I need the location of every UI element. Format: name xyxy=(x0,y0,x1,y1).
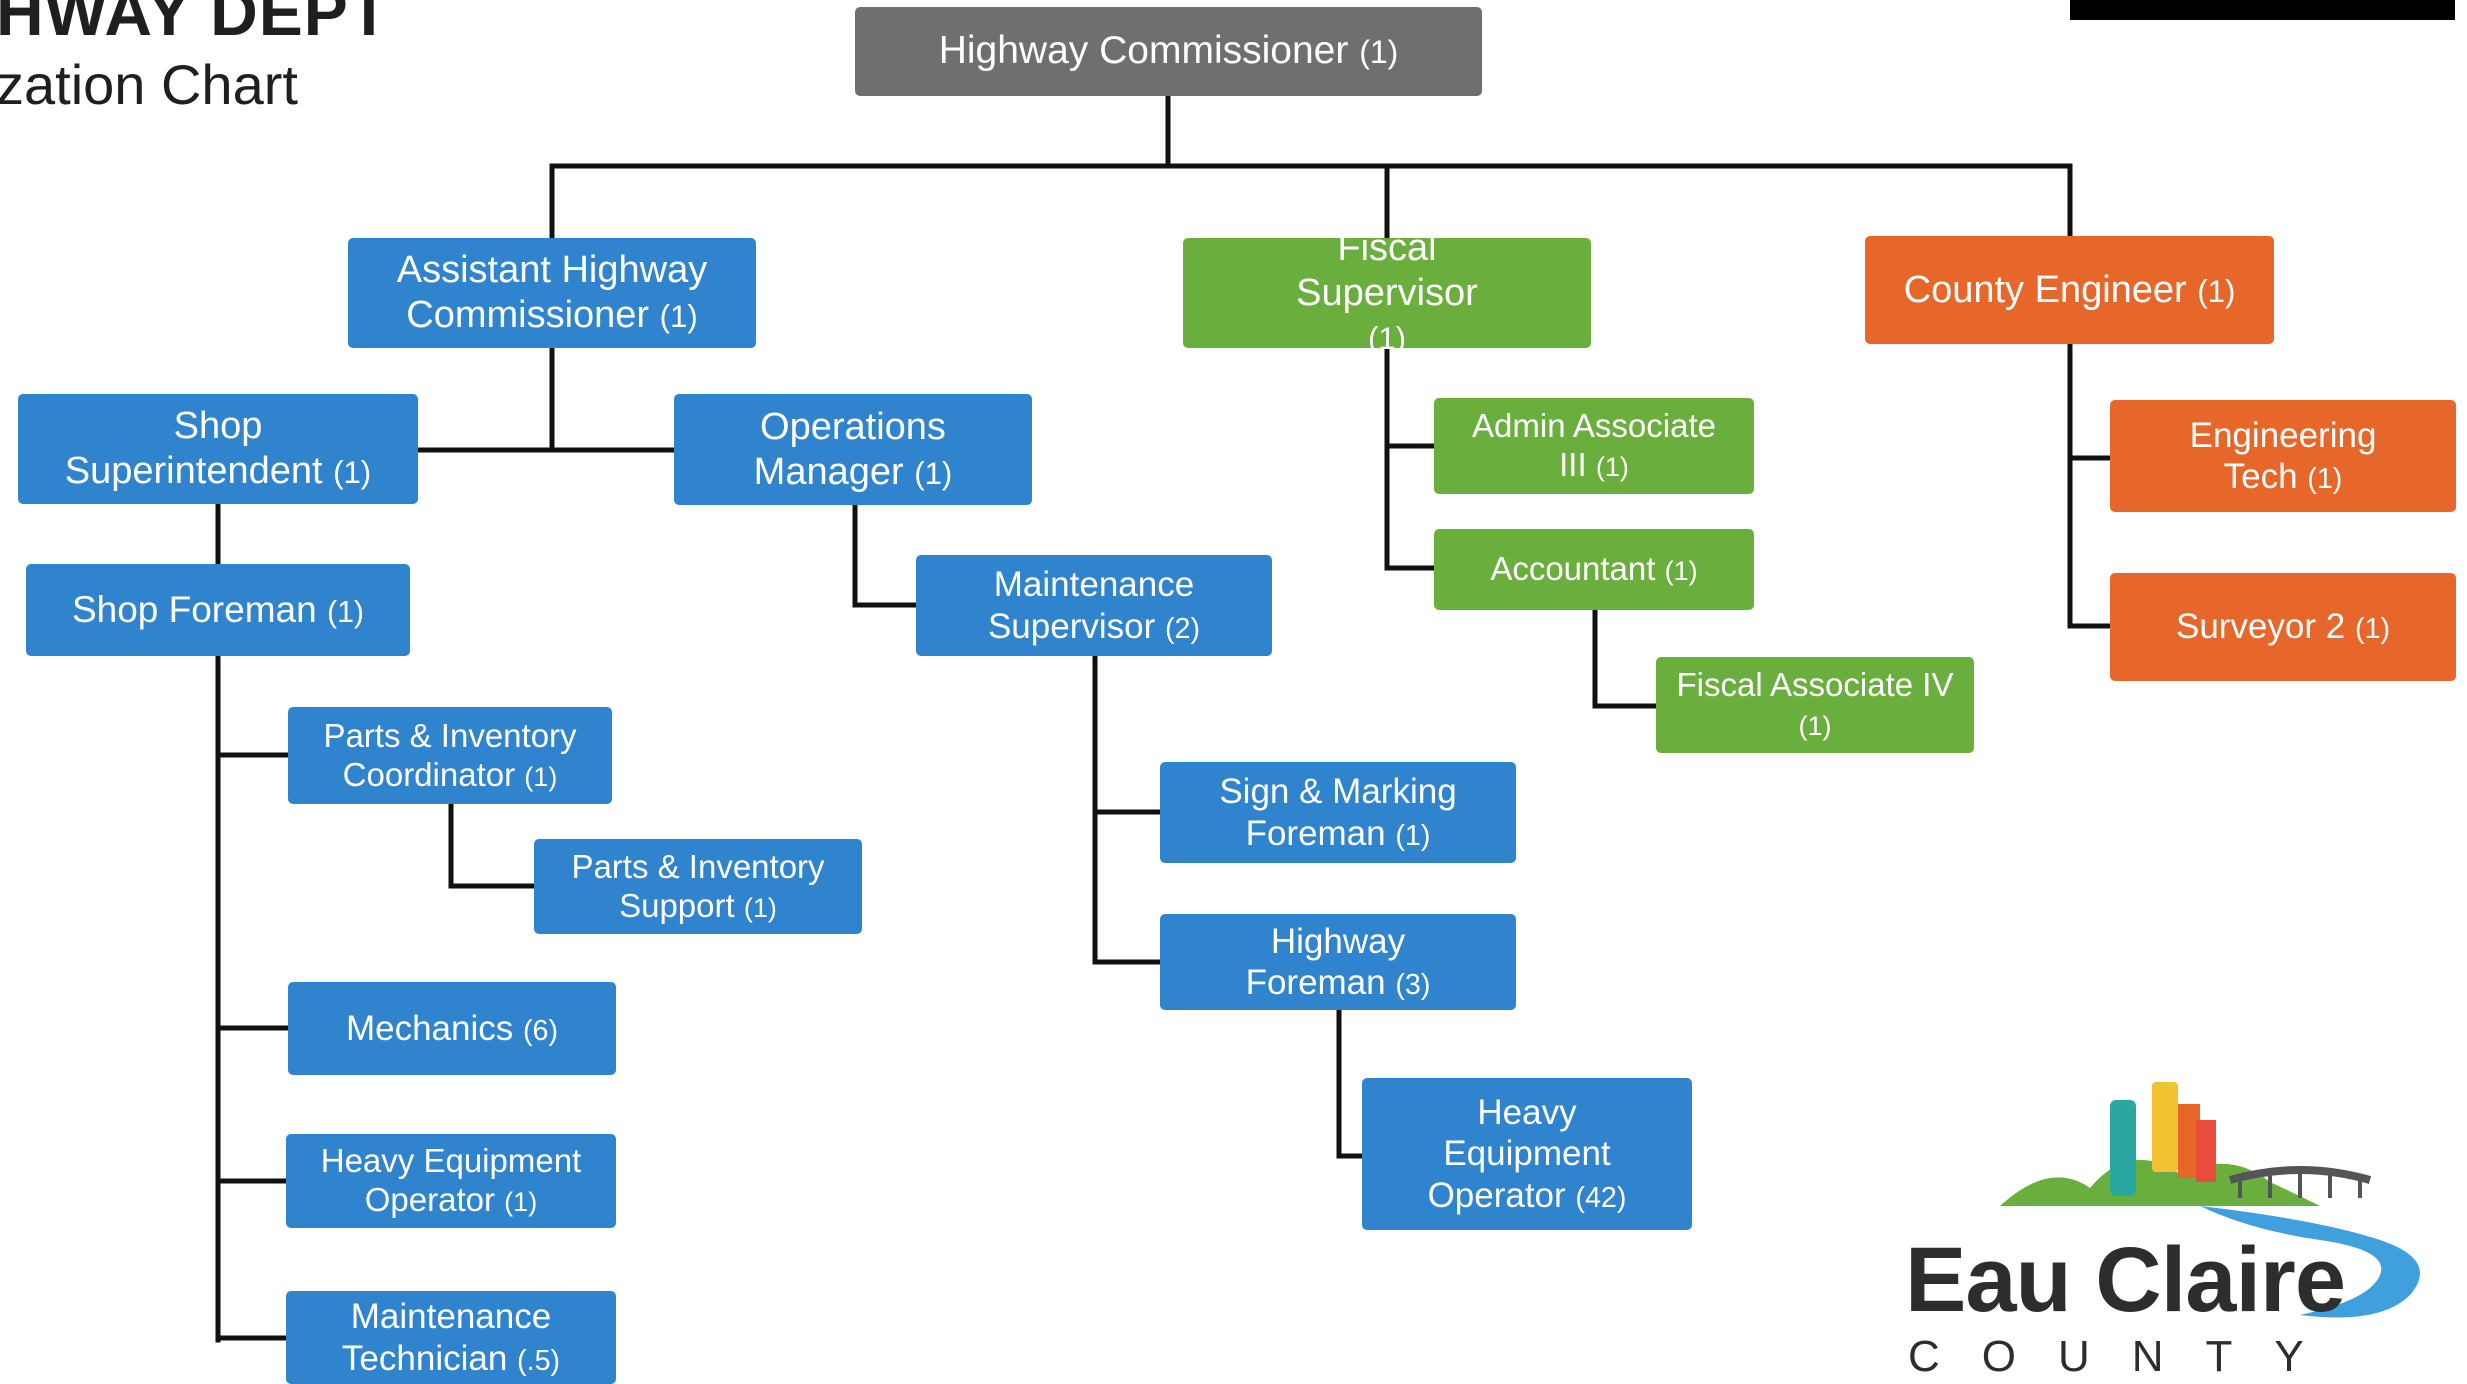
box-shop-foreman: Shop Foreman (1) xyxy=(26,564,410,656)
box-title: Fiscal Associate IV xyxy=(1676,666,1954,704)
box-parts-support: Parts & Inventory Support (1) xyxy=(534,839,862,934)
box-mechanics: Mechanics (6) xyxy=(288,982,616,1075)
box-title: Shop Superintendent xyxy=(64,405,323,492)
box-operations-manager: Operations Manager (1) xyxy=(674,394,1032,505)
box-sign-marking-foreman: Sign & Marking Foreman (1) xyxy=(1160,762,1516,863)
box-title: Heavy Equipment Operator xyxy=(1427,1093,1611,1215)
box-shop-superintendent: Shop Superintendent (1) xyxy=(18,394,418,504)
box-title: Operations Manager xyxy=(753,405,946,493)
box-assistant-commissioner: Assistant Highway Commissioner (1) xyxy=(348,238,756,348)
corner-bar xyxy=(2070,0,2455,20)
box-title: Accountant xyxy=(1490,550,1656,588)
box-title: Highway Commissioner xyxy=(938,29,1349,73)
box-count: (.5) xyxy=(517,1344,561,1377)
box-title: County Engineer xyxy=(1903,268,2187,311)
box-title: Shop Foreman xyxy=(71,589,317,631)
page-subtitle: zation Chart xyxy=(0,53,298,116)
box-title: Assistant Highway Commissioner xyxy=(396,249,708,336)
box-maintenance-technician: Maintenance Technician (.5) xyxy=(286,1291,616,1384)
box-shop-heavy-operator: Heavy Equipment Operator (1) xyxy=(286,1134,616,1228)
box-highway-commissioner: Highway Commissioner (1) xyxy=(855,7,1482,96)
logo-name: Eau Claire xyxy=(1905,1229,2346,1331)
box-county-engineer: County Engineer (1) xyxy=(1865,236,2274,344)
box-count: (1) xyxy=(524,761,558,792)
box-title: Parts & Inventory Coordinator xyxy=(323,716,577,793)
box-count: (1) xyxy=(2307,463,2343,495)
box-count: (1) xyxy=(2197,273,2236,309)
box-title: Admin Associate III xyxy=(1472,407,1716,483)
box-highway-foreman: Highway Foreman (3) xyxy=(1160,914,1516,1010)
box-parts-coordinator: Parts & Inventory Coordinator (1) xyxy=(288,707,612,804)
box-title: Surveyor 2 xyxy=(2175,607,2346,647)
box-count: (42) xyxy=(1575,1181,1627,1214)
box-engineering-tech: Engineering Tech (1) xyxy=(2110,400,2456,512)
box-count: (1) xyxy=(743,892,777,923)
box-count: (1) xyxy=(1798,711,1832,741)
box-count: (1) xyxy=(1395,819,1431,852)
box-count: (1) xyxy=(333,455,372,490)
box-title: Highway Foreman xyxy=(1245,921,1406,1002)
box-count: (1) xyxy=(1595,452,1629,482)
box-count: (1) xyxy=(914,455,953,491)
box-title: Heavy Equipment Operator xyxy=(320,1142,582,1218)
logo-sub: COUNTY xyxy=(1908,1332,2346,1381)
box-title: Engineering Tech xyxy=(2189,415,2377,496)
box-count: (3) xyxy=(1395,969,1431,1001)
box-fiscal-supervisor: Fiscal Supervisor (1) xyxy=(1183,227,1591,356)
box-maintenance-supervisor: Maintenance Supervisor (2) xyxy=(916,555,1272,656)
county-logo-graphic xyxy=(2000,1082,2420,1318)
box-title: Maintenance Supervisor xyxy=(987,565,1195,646)
box-fiscal-associate: Fiscal Associate IV (1) xyxy=(1656,657,1974,753)
page-title: HWAY DEPT xyxy=(0,0,391,49)
box-count: (1) xyxy=(1359,34,1399,71)
box-count: (6) xyxy=(522,1014,559,1047)
box-count: (1) xyxy=(2354,613,2391,646)
box-surveyor: Surveyor 2 (1) xyxy=(2110,573,2456,681)
box-title: Fiscal Supervisor xyxy=(1296,226,1478,314)
box-title: Maintenance Technician xyxy=(341,1297,552,1378)
box-accountant: Accountant (1) xyxy=(1434,529,1754,610)
box-heavy-equipment-operators: Heavy Equipment Operator (42) xyxy=(1362,1078,1692,1230)
box-title: Sign & Marking Foreman xyxy=(1219,772,1457,853)
box-title: Mechanics xyxy=(345,1008,514,1048)
box-count: (1) xyxy=(326,596,365,630)
box-count: (1) xyxy=(1367,321,1407,357)
box-count: (1) xyxy=(1664,556,1698,587)
box-admin-associate: Admin Associate III (1) xyxy=(1434,398,1754,494)
box-count: (1) xyxy=(659,299,698,334)
box-count: (2) xyxy=(1164,612,1201,645)
box-count: (1) xyxy=(504,1187,538,1217)
box-title: Parts & Inventory Support xyxy=(571,847,825,924)
